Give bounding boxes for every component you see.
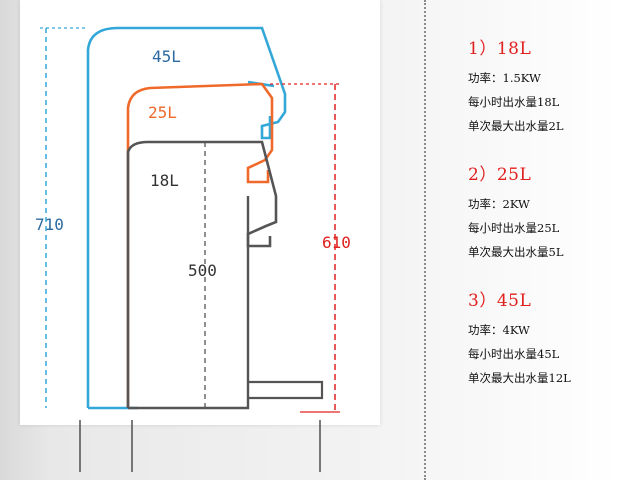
spec-list: 1）18L 功率：1.5KW 每小时出水量18L 单次最大出水量2L 2）25L… [468, 34, 618, 412]
spec-block-18l: 1）18L 功率：1.5KW 每小时出水量18L 单次最大出水量2L [468, 34, 618, 138]
spec-hourly-output: 每小时出水量25L [468, 221, 560, 235]
label-25l: 25L [148, 103, 177, 122]
spec-block-25l: 2）25L 功率：2KW 每小时出水量25L 单次最大出水量5L [468, 160, 618, 264]
label-610: 610 [322, 233, 351, 252]
spec-power: 功率：1.5KW [468, 71, 541, 85]
spec-title: 2）25L [468, 165, 532, 185]
spec-block-45l: 3）45L 功率：4KW 每小时出水量45L 单次最大出水量12L [468, 286, 618, 390]
label-710: 710 [35, 215, 64, 234]
spec-power: 功率：4KW [468, 323, 530, 337]
spec-hourly-output: 每小时出水量18L [468, 95, 560, 109]
section-divider [424, 0, 426, 480]
spec-max-single-output: 单次最大出水量12L [468, 371, 571, 385]
spec-max-single-output: 单次最大出水量5L [468, 245, 564, 259]
spec-hourly-output: 每小时出水量45L [468, 347, 560, 361]
label-45l: 45L [152, 47, 181, 66]
spec-title: 3）45L [468, 291, 532, 311]
spec-power: 功率：2KW [468, 197, 530, 211]
spec-max-single-output: 单次最大出水量2L [468, 119, 564, 133]
drip-tray [248, 380, 324, 400]
outline-18l [126, 140, 278, 408]
outline-25l [126, 82, 274, 408]
label-18l: 18L [150, 171, 179, 190]
diagram-panel [20, 0, 380, 425]
spec-title: 1）18L [468, 39, 532, 59]
label-500: 500 [188, 261, 217, 280]
outline-45l [86, 26, 287, 408]
body-front-18l [128, 196, 250, 410]
